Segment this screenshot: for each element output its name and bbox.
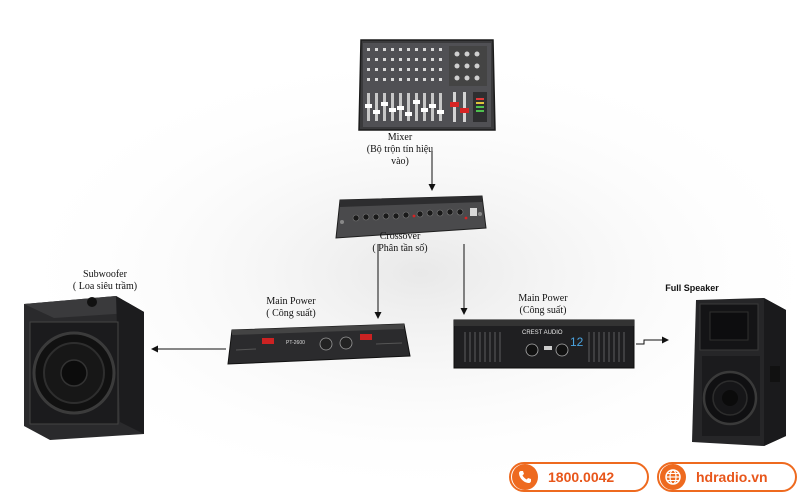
website-url: hdradio.vn	[696, 469, 768, 485]
full-speaker-title: Full Speaker	[665, 283, 719, 293]
svg-text:12: 12	[570, 335, 584, 349]
amp-left-brand: PT-2600	[286, 340, 305, 346]
mixer-subtitle-line-2: vào)	[391, 156, 409, 167]
amp-left-device: PT-2600	[227, 323, 411, 365]
crossover-subtitle: ( Phân tần số)	[372, 243, 428, 254]
subwoofer-label: Subwoofer ( Loa siêu trầm)	[50, 269, 160, 293]
phone-number: 1800.0042	[548, 469, 615, 485]
mixer-device	[358, 39, 496, 131]
phone-pill[interactable]: 1800.0042	[509, 462, 649, 492]
amp-right-device: CREST AUDIO 12	[453, 319, 635, 369]
subwoofer-title: Subwoofer	[83, 269, 127, 280]
amp-right-title: Main Power	[518, 293, 568, 304]
full-speaker-label: Full Speaker	[652, 282, 732, 294]
subwoofer-subtitle: ( Loa siêu trầm)	[72, 281, 138, 292]
phone-icon	[512, 464, 538, 490]
amp-left-title: Main Power	[266, 296, 316, 307]
amp-left-subtitle: ( Công suất)	[266, 308, 316, 319]
amp-right-brand: CREST AUDIO	[522, 330, 563, 336]
mixer-title: Mixer	[387, 132, 413, 143]
website-pill[interactable]: hdradio.vn	[657, 462, 797, 492]
amp-left-label: Main Power ( Công suất)	[236, 296, 346, 320]
crossover-title: Crossover	[379, 231, 421, 242]
crossover-label: Crossover ( Phân tần số)	[340, 231, 460, 255]
mixer-subtitle-line-1: (Bộ trộn tín hiệu	[366, 144, 434, 155]
crossover-device	[335, 195, 487, 239]
subwoofer-device	[24, 296, 144, 440]
full-speaker-device	[692, 298, 786, 446]
amp-right-label: Main Power (Công suất)	[488, 293, 598, 317]
amp-right-subtitle: (Công suất)	[519, 305, 567, 316]
globe-icon	[660, 464, 686, 490]
mixer-label: Mixer (Bộ trộn tín hiệu vào)	[340, 132, 460, 168]
